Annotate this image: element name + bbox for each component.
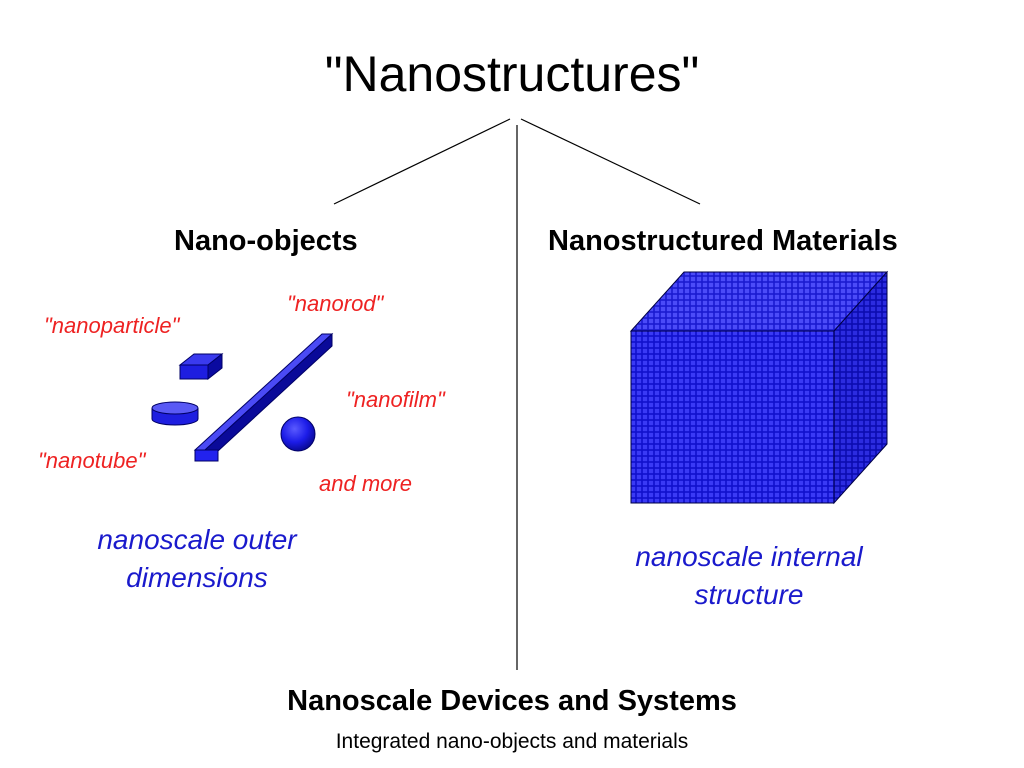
footer-heading: Nanoscale Devices and Systems [287,685,737,717]
nanorod-shape [193,332,334,462]
connector-right [520,118,701,205]
left-description-line2: dimensions [126,562,268,593]
right-description-line1: nanoscale internal [635,541,863,572]
label-nanotube: "nanotube" [38,448,146,473]
nanoparticle-shape [178,352,224,381]
heading-nano-objects: Nano-objects [174,225,358,257]
label-nanorod: "nanorod" [287,291,384,316]
right-description: nanoscale internal structure [596,538,902,614]
nanotube-shape [151,401,199,426]
heading-nanostructured-materials: Nanostructured Materials [548,225,898,257]
sphere-shape [280,416,316,452]
footer-subheading: Integrated nano-objects and materials [335,730,689,753]
left-description-line1: nanoscale outer [97,524,297,555]
page-title: "Nanostructures" [324,46,700,102]
label-and-more: and more [319,471,412,496]
nanostructured-cube [629,270,889,505]
label-nanoparticle: "nanoparticle" [44,313,180,338]
right-description-line2: structure [694,579,804,610]
connector-left [333,118,511,205]
label-nanofilm: "nanofilm" [346,387,445,412]
left-description: nanoscale outer dimensions [44,521,350,597]
